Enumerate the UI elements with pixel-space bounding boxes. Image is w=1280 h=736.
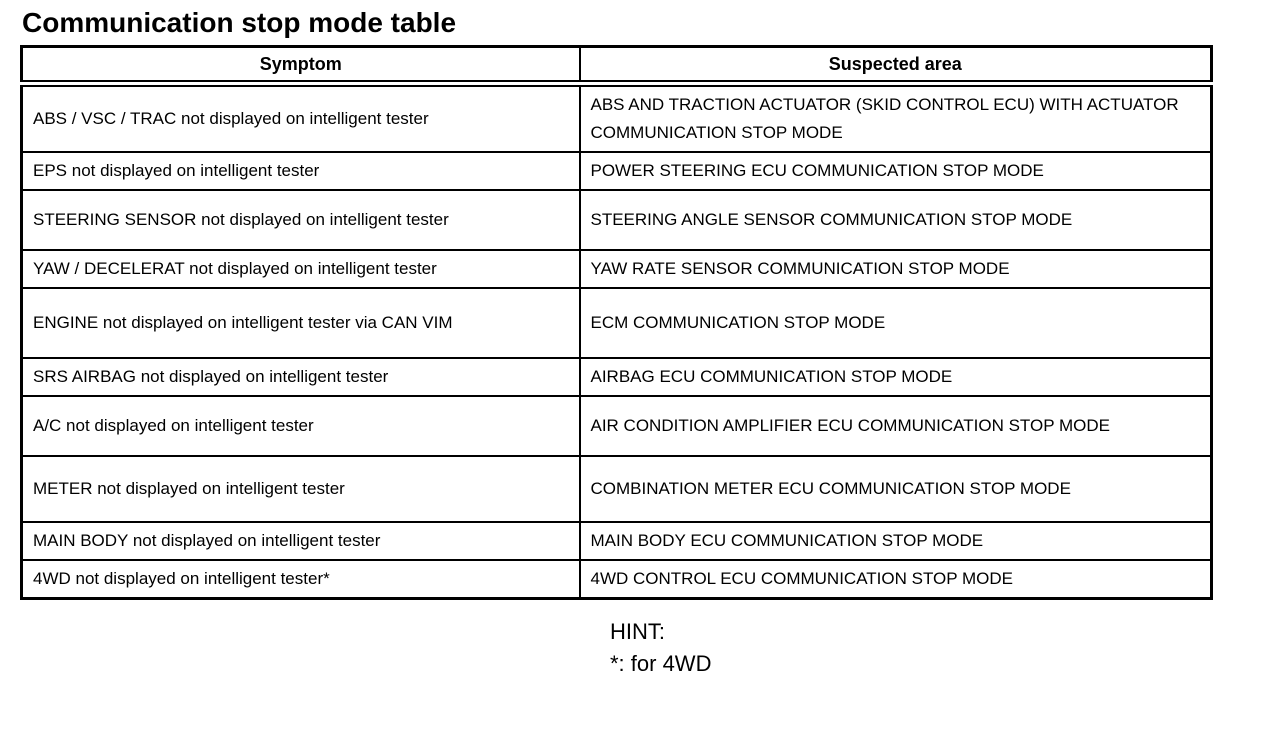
symptom-cell: YAW / DECELERAT not displayed on intelli… xyxy=(20,248,581,289)
suspected-area-cell: AIR CONDITION AMPLIFIER ECU COMMUNICATIO… xyxy=(578,394,1213,457)
suspected-area-cell: 4WD CONTROL ECU COMMUNICATION STOP MODE xyxy=(578,558,1213,600)
symptom-cell: SRS AIRBAG not displayed on intelligent … xyxy=(20,356,581,397)
symptom-cell: ABS / VSC / TRAC not displayed on intell… xyxy=(20,82,581,153)
hint-block: HINT: *: for 4WD xyxy=(610,616,1280,680)
table-row: A/C not displayed on intelligent tester … xyxy=(20,394,1213,457)
symptom-cell: EPS not displayed on intelligent tester xyxy=(20,150,581,191)
table-row: ABS / VSC / TRAC not displayed on intell… xyxy=(20,82,1213,153)
suspected-area-cell: AIRBAG ECU COMMUNICATION STOP MODE xyxy=(578,356,1213,397)
table-row: SRS AIRBAG not displayed on intelligent … xyxy=(20,356,1213,397)
hint-note: *: for 4WD xyxy=(610,650,712,676)
symptom-cell: MAIN BODY not displayed on intelligent t… xyxy=(20,520,581,561)
communication-stop-mode-table: Symptom Suspected area ABS / VSC / TRAC … xyxy=(20,44,1213,600)
hint-label: HINT: xyxy=(610,618,665,644)
manual-page: Communication stop mode table Symptom Su… xyxy=(0,6,1280,736)
column-header-symptom: Symptom xyxy=(20,45,581,87)
suspected-area-cell: ABS AND TRACTION ACTUATOR (SKID CONTROL … xyxy=(578,82,1213,153)
suspected-area-cell: POWER STEERING ECU COMMUNICATION STOP MO… xyxy=(578,150,1213,191)
column-header-suspected-area: Suspected area xyxy=(578,45,1213,87)
table-row: YAW / DECELERAT not displayed on intelli… xyxy=(20,248,1213,289)
symptom-cell: STEERING SENSOR not displayed on intelli… xyxy=(20,188,581,251)
symptom-cell: 4WD not displayed on intelligent tester* xyxy=(20,558,581,600)
table-row: METER not displayed on intelligent teste… xyxy=(20,454,1213,523)
suspected-area-cell: COMBINATION METER ECU COMMUNICATION STOP… xyxy=(578,454,1213,523)
page-title: Communication stop mode table xyxy=(22,7,457,38)
suspected-area-cell: MAIN BODY ECU COMMUNICATION STOP MODE xyxy=(578,520,1213,561)
table-row: STEERING SENSOR not displayed on intelli… xyxy=(20,188,1213,251)
table-row: EPS not displayed on intelligent tester … xyxy=(20,150,1213,191)
table-row: 4WD not displayed on intelligent tester*… xyxy=(20,558,1213,600)
symptom-cell: A/C not displayed on intelligent tester xyxy=(20,394,581,457)
suspected-area-cell: STEERING ANGLE SENSOR COMMUNICATION STOP… xyxy=(578,188,1213,251)
table-row: ENGINE not displayed on intelligent test… xyxy=(20,286,1213,359)
table-row: MAIN BODY not displayed on intelligent t… xyxy=(20,520,1213,561)
symptom-cell: ENGINE not displayed on intelligent test… xyxy=(20,286,581,359)
suspected-area-cell: ECM COMMUNICATION STOP MODE xyxy=(578,286,1213,359)
table-header-row: Symptom Suspected area xyxy=(20,45,1213,87)
symptom-cell: METER not displayed on intelligent teste… xyxy=(20,454,581,523)
suspected-area-cell: YAW RATE SENSOR COMMUNICATION STOP MODE xyxy=(578,248,1213,289)
